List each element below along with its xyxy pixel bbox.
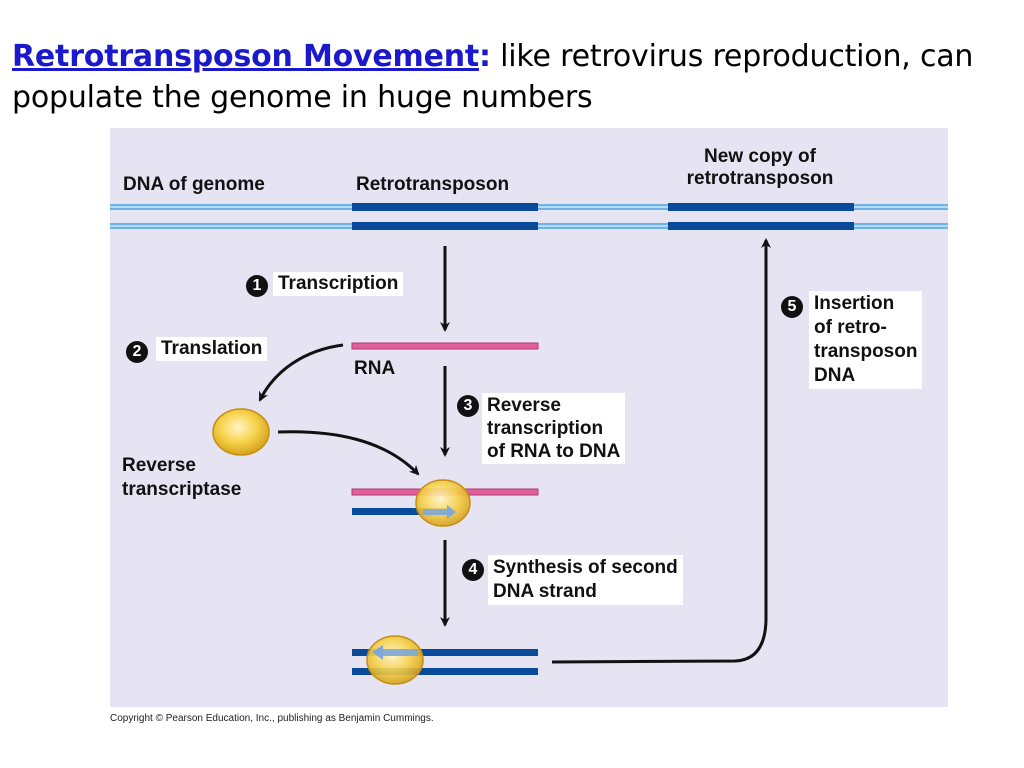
label-retrotransposon: Retrotransposon — [356, 174, 510, 195]
step-5-number: 5 — [781, 296, 803, 318]
step-3-number: 3 — [457, 395, 479, 417]
ds-dna-strand-top — [352, 649, 538, 656]
arrow-insertion — [551, 238, 771, 664]
ds-dna-strand-bottom — [352, 668, 538, 675]
reverse-transcriptase-enzyme — [212, 408, 270, 456]
rna-strand — [351, 342, 539, 350]
title-rest: like retrovirus reproduction, can popula… — [12, 39, 974, 115]
step-2-text: Translation — [156, 337, 268, 361]
slide-title: Retrotransposon Movement: like retroviru… — [12, 36, 1022, 118]
arrow-translation — [258, 343, 344, 402]
title-colon: : — [479, 39, 491, 74]
label-new-copy: New copy of retrotransposon — [686, 146, 834, 189]
enzyme-on-hybrid — [415, 479, 471, 527]
step-5-text: Insertion of retro- transposon DNA — [809, 291, 923, 389]
step-4-text: Synthesis of second DNA strand — [488, 555, 683, 605]
copyright-notice: Copyright © Pearson Education, Inc., pub… — [110, 713, 434, 724]
title-main: Retrotransposon Movement — [12, 39, 480, 74]
step-2-number: 2 — [126, 341, 148, 363]
hybrid-dna-strand — [352, 508, 452, 515]
arrow-to-hybrid — [277, 430, 420, 476]
step-4-number: 4 — [462, 559, 484, 581]
step-1-text: Transcription — [273, 272, 404, 296]
new-copy-segment — [668, 203, 854, 230]
retrotransposon-segment — [352, 203, 538, 230]
step-1-number: 1 — [246, 275, 268, 297]
label-rna: RNA — [354, 358, 396, 379]
label-reverse-transcriptase: Reverse transcriptase — [122, 455, 242, 500]
label-dna-of-genome: DNA of genome — [123, 174, 265, 195]
step-3-text: Reverse transcription of RNA to DNA — [482, 393, 626, 464]
enzyme-on-ds-dna — [366, 635, 424, 685]
